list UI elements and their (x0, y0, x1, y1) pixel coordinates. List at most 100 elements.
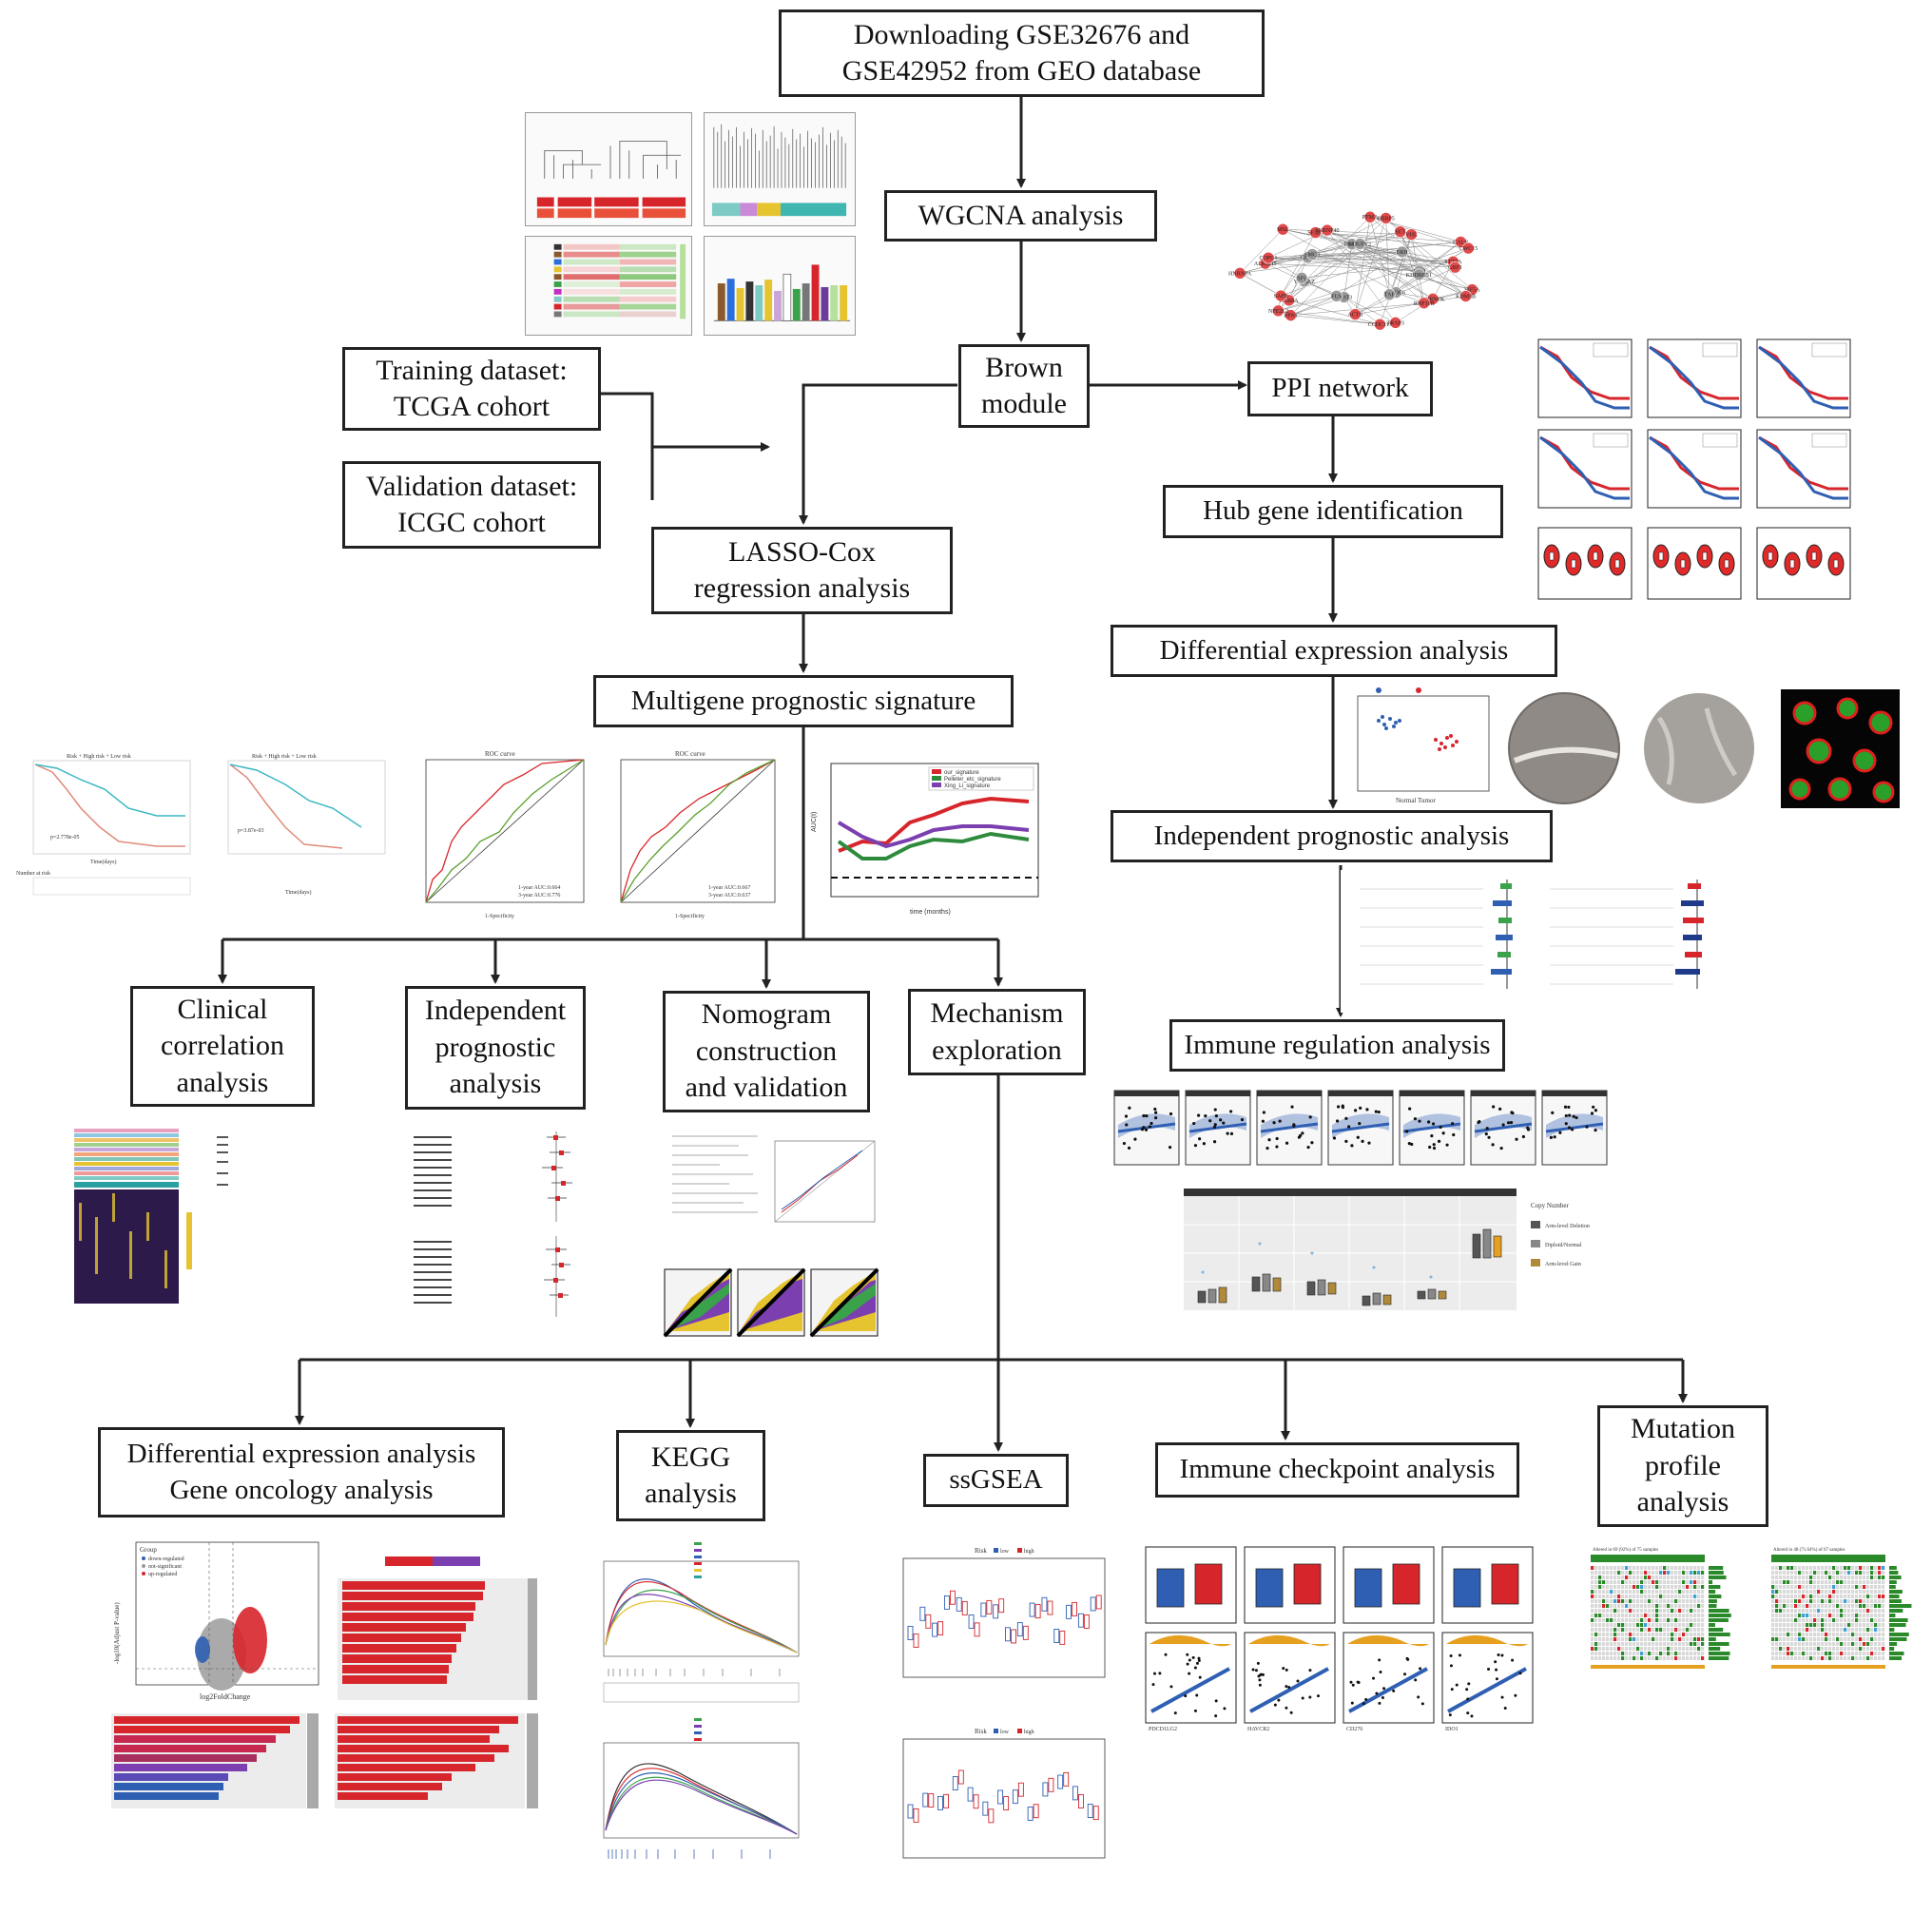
oncoprint-cell (1644, 1571, 1648, 1575)
oncoprint-cell (1847, 1576, 1851, 1579)
oncoprint-cell (1652, 1604, 1655, 1608)
infiltration-panel-header (1186, 1091, 1250, 1096)
km-left-legend: Risk + High risk + Low risk (67, 754, 131, 760)
oncoprint-cell (1878, 1571, 1882, 1575)
oncoprint-cell (1866, 1604, 1870, 1608)
oncoprint-cell (1855, 1585, 1859, 1589)
ppi-edge (1326, 229, 1434, 300)
oncoprint-cell (1663, 1580, 1667, 1584)
oncoprint-cell (1821, 1580, 1825, 1584)
oncoprint-cell (1598, 1637, 1602, 1641)
oncoprint-cell (1594, 1633, 1598, 1636)
oncoprint-cell (1633, 1571, 1636, 1575)
oncoprint-cell (1674, 1656, 1678, 1660)
ssgsea-box-high (928, 1793, 935, 1808)
oncoprint-cell (1851, 1566, 1855, 1570)
oncoprint-cell (1802, 1647, 1806, 1651)
oncoprint-cell (1629, 1566, 1633, 1570)
oncoprint-cell (1613, 1604, 1617, 1608)
infiltration-point (1432, 1146, 1437, 1150)
oncoprint-cell (1806, 1604, 1809, 1608)
oncoprint-cell (1874, 1590, 1878, 1594)
infiltration-point (1140, 1128, 1145, 1131)
oncoprint-cell (1878, 1637, 1882, 1641)
infiltration-point (1361, 1139, 1364, 1143)
km-right-xlabel: Time(days) (285, 889, 311, 896)
oncoprint-cell (1882, 1637, 1885, 1641)
infiltration-point (1567, 1126, 1572, 1130)
oncoprint-cell (1806, 1623, 1809, 1627)
oncoprint-cell (1602, 1623, 1606, 1627)
immune-checkpoint-box: Immune checkpoint analysis (1155, 1442, 1519, 1498)
km-low-risk-line (1649, 345, 1739, 410)
oncoprint-cell (1790, 1576, 1794, 1579)
oncoprint-cell (1617, 1580, 1621, 1584)
oncoprint-cell (1674, 1642, 1678, 1646)
ssgsea-box-high (957, 1769, 964, 1785)
oncoprint-side-bar (1709, 1604, 1717, 1608)
oncoprint-cell (1644, 1652, 1648, 1655)
ppi-edge (1315, 232, 1469, 249)
infiltration-point (1506, 1121, 1511, 1125)
oncoprint-side-bar (1889, 1590, 1903, 1594)
oncoprint-cell (1625, 1571, 1629, 1575)
oncoprint-cell (1613, 1609, 1617, 1613)
oncoprint-cell (1828, 1618, 1832, 1622)
oncoprint-cell (1591, 1642, 1594, 1646)
checkpoint-point (1495, 1677, 1498, 1681)
oncoprint-cell (1674, 1618, 1678, 1622)
oncoprint-side-bar (1889, 1652, 1904, 1655)
checkpoint-fit-line (1447, 1667, 1527, 1713)
oncoprint-cell (1598, 1595, 1602, 1598)
oncoprint-cell (1621, 1628, 1625, 1632)
ppi-node (1321, 223, 1334, 237)
oncoprint-cell (1775, 1576, 1779, 1579)
infiltration-point (1410, 1142, 1414, 1147)
oncoprint-cell (1591, 1599, 1594, 1603)
oncoprint-cell (1602, 1609, 1606, 1613)
oncoprint-cell (1690, 1580, 1693, 1584)
auc-xlabel: time (months) (910, 909, 951, 916)
oncoprint-cell (1866, 1637, 1870, 1641)
oncoprint-cell (1617, 1609, 1621, 1613)
oncoprint-cell (1659, 1628, 1663, 1632)
oncoprint-cell (1655, 1623, 1659, 1627)
oncoprint-cell (1617, 1637, 1621, 1641)
oncoprint-cell (1802, 1576, 1806, 1579)
ssgsea-box-low (1012, 1789, 1018, 1805)
oncoprint-cell (1678, 1595, 1682, 1598)
oncoprint-cell (1832, 1595, 1836, 1598)
oncoprint-left-title: Altered in 69 (92%) of 75 samples (1593, 1548, 1658, 1553)
oncoprint-cell (1652, 1637, 1655, 1641)
oncoprint-cell (1771, 1609, 1775, 1613)
oncoprint-cell (1825, 1633, 1828, 1636)
oncoprint-cell (1771, 1618, 1775, 1622)
oncoprint-cell (1640, 1566, 1644, 1570)
oncoprint-cell (1663, 1604, 1667, 1608)
oncoprint-cell (1821, 1595, 1825, 1598)
oncoprint-cell (1682, 1628, 1686, 1632)
oncoprint-cell (1594, 1599, 1598, 1603)
ppi-gene-label: RAB8A (1280, 299, 1299, 304)
infiltration-point (1408, 1107, 1412, 1111)
oncoprint-cell (1606, 1628, 1610, 1632)
checkpoint-point (1375, 1692, 1379, 1695)
infiltration-point (1298, 1133, 1303, 1137)
oncoprint-cell (1779, 1656, 1783, 1660)
oncoprint-cell (1682, 1566, 1686, 1570)
oncoprint-cell (1840, 1633, 1844, 1636)
ppi-edge (1239, 273, 1282, 297)
oncoprint-cell (1771, 1590, 1775, 1594)
oncoprint-cell (1806, 1576, 1809, 1579)
oncoprint-left-thumbnail: Altered in 69 (92%) of 75 samples (1564, 1545, 1735, 1688)
violin-box (1593, 551, 1598, 561)
oncoprint-cell (1878, 1604, 1882, 1608)
oncoprint-cell (1625, 1566, 1629, 1570)
oncoprint-cell (1832, 1633, 1836, 1636)
oncoprint-cell (1598, 1609, 1602, 1613)
oncoprint-cell (1652, 1614, 1655, 1617)
oncoprint-cell (1621, 1571, 1625, 1575)
oncoprint-side-bar (1709, 1566, 1724, 1570)
infiltration-point (1127, 1146, 1131, 1150)
oncoprint-side-bar (1889, 1580, 1897, 1584)
